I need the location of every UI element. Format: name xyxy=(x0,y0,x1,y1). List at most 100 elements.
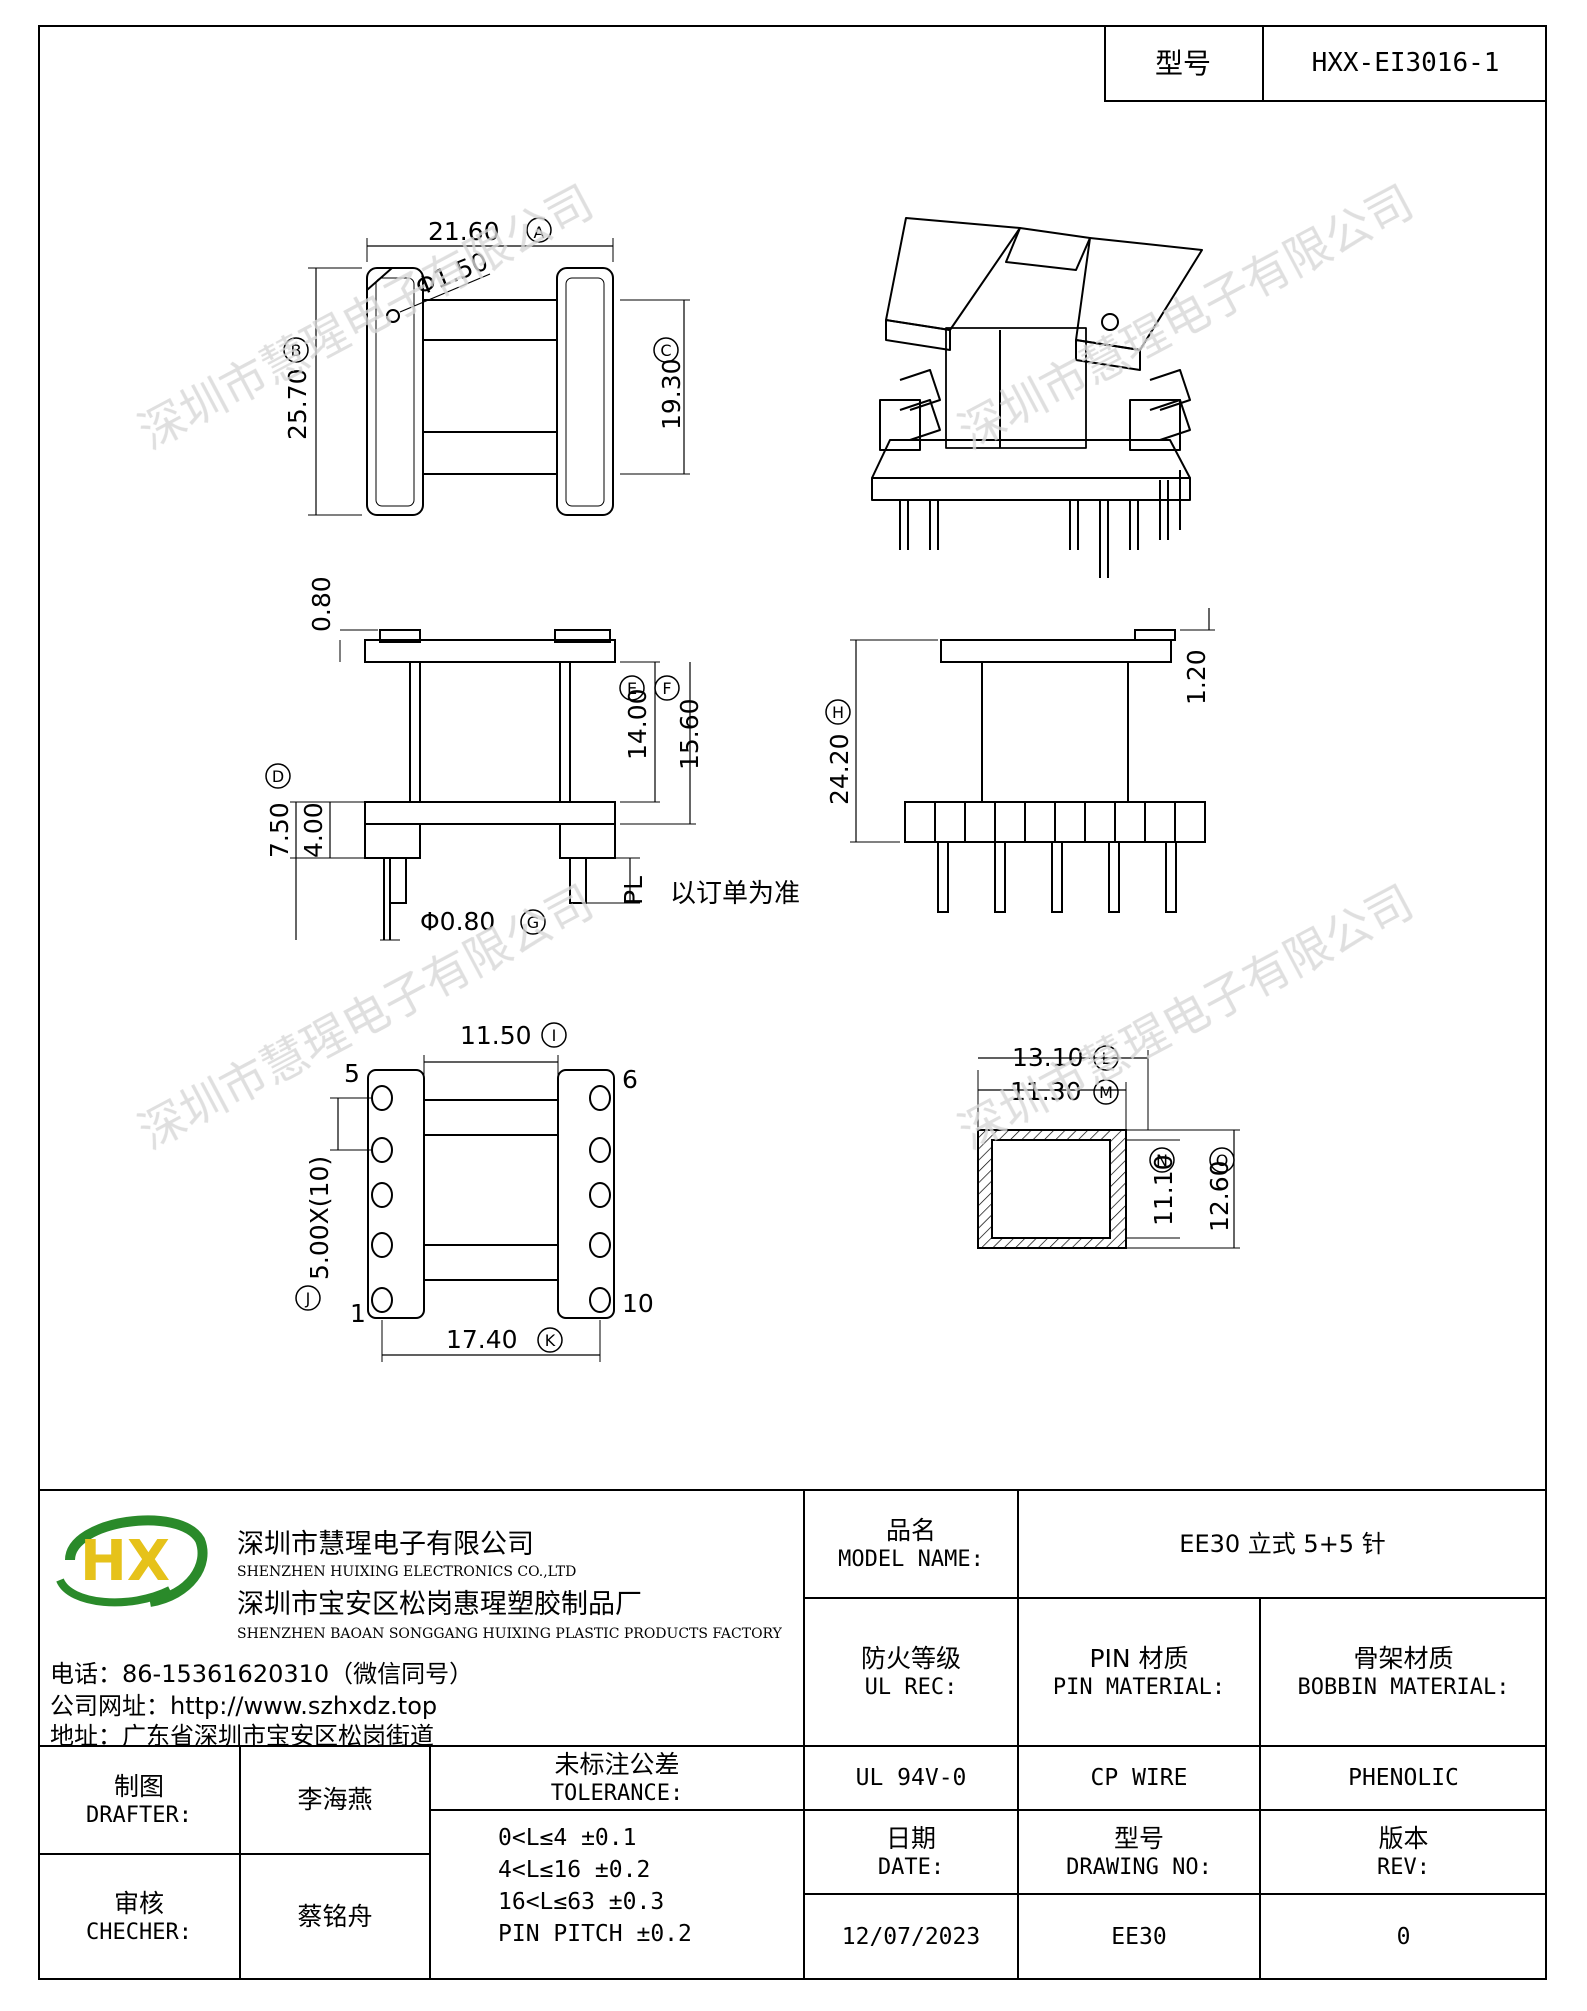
rev-value: 0 xyxy=(1396,1923,1411,1950)
factory-name-en: SHENZHEN BAOAN SONGGANG HUIXING PLASTIC … xyxy=(237,1626,782,1642)
drawing-no-label-en: DRAWING NO: xyxy=(1066,1854,1212,1880)
dim-b-mark: B xyxy=(291,341,302,360)
front-view xyxy=(265,629,696,941)
checker-label-en: CHECHER: xyxy=(86,1919,192,1945)
ul-rating-value: UL 94V-0 xyxy=(855,1764,967,1791)
dim-m-mark: M xyxy=(1099,1083,1113,1102)
tolerance-line-4: PIN PITCH ±0.2 xyxy=(498,1921,692,1947)
tolerance-label-cn: 未标注公差 xyxy=(554,1749,680,1779)
top-hole xyxy=(386,309,400,323)
drawing-sheet xyxy=(38,25,1547,1980)
isometric-view xyxy=(871,217,1203,578)
dim-c-text: 19.30 xyxy=(657,358,686,430)
tolerance-line-3: 16<L≤63 ±0.3 xyxy=(498,1889,665,1915)
dim-k-text: 17.40 xyxy=(446,1325,518,1354)
dim-l-text: 13.10 xyxy=(1012,1043,1084,1072)
bobbin-material-label-en: BOBBIN MATERIAL: xyxy=(1297,1674,1510,1700)
dim-g-mark: G xyxy=(527,913,539,932)
date-value: 12/07/2023 xyxy=(841,1923,981,1950)
dim-right-top-text: 1.20 xyxy=(1182,649,1211,705)
pin-material-value: CP WIRE xyxy=(1090,1764,1188,1791)
pin-10-label: 10 xyxy=(622,1289,654,1318)
dim-top-h-text: 0.80 xyxy=(307,576,336,632)
dim-d-mark: D xyxy=(272,767,284,786)
drafter-value: 李海燕 xyxy=(297,1785,373,1815)
bobbin-material-label-cell: 骨架材质 BOBBIN MATERIAL: xyxy=(1260,1598,1547,1746)
rev-label-cn: 版本 xyxy=(1378,1823,1429,1853)
date-label-en: DATE: xyxy=(877,1854,945,1880)
company-name-en: SHENZHEN HUIXING ELECTRONICS CO.,LTD xyxy=(237,1564,577,1580)
ul-rating-label-cn: 防火等级 xyxy=(860,1643,961,1673)
dim-f-text: 15.60 xyxy=(675,698,704,770)
dim-h-mark: H xyxy=(832,703,844,722)
dim-f-mark: F xyxy=(662,679,671,698)
dim-c-mark: C xyxy=(660,341,671,360)
model-header-divider xyxy=(1262,25,1264,102)
model-name-label-cn: 品名 xyxy=(885,1515,936,1545)
dim-e-mark: E xyxy=(627,679,637,698)
top-view xyxy=(283,217,690,516)
drawing-no-label-cn: 型号 xyxy=(1113,1823,1164,1853)
pin-material-label-en: PIN MATERIAL: xyxy=(1052,1674,1226,1700)
rev-label-cell: 版本 REV: xyxy=(1260,1810,1547,1894)
date-label-cell: 日期 DATE: xyxy=(804,1810,1018,1894)
tolerance-label-en: TOLERANCE: xyxy=(550,1780,684,1806)
drafter-label-en: DRAFTER: xyxy=(86,1802,192,1828)
top-winding-area xyxy=(422,299,558,475)
dim-i-mark: I xyxy=(552,1026,557,1045)
model-name-label-en: MODEL NAME: xyxy=(838,1546,984,1572)
dim-l-mark: L xyxy=(1102,1049,1111,1068)
dim-pitch-text: 5.00X(10) xyxy=(305,1156,334,1280)
technical-drawing: 21.60 A Φ1.50 25.70 B 19.30 C xyxy=(130,174,1422,1362)
dim-i-text: 11.50 xyxy=(460,1021,532,1050)
dim-k-mark: K xyxy=(545,1331,556,1350)
dim-b-text: 25.70 xyxy=(283,368,312,440)
tolerance-label-cell: 未标注公差 TOLERANCE: xyxy=(430,1746,804,1810)
company-logo-text: HX xyxy=(80,1529,170,1594)
model-header-box xyxy=(1104,25,1547,102)
rev-label-en: REV: xyxy=(1377,1854,1430,1880)
ul-rating-label-cell: 防火等级 UL REC: xyxy=(804,1598,1018,1746)
dim-a-mark: A xyxy=(534,223,545,242)
company-website: 公司网址：http://www.szhxdz.top xyxy=(50,1692,438,1720)
checker-label-cell: 审核 CHECHER: xyxy=(38,1854,240,1980)
company-address: 地址：广东省深圳市宝安区松岗街道 xyxy=(50,1722,434,1750)
dim-e-text: 14.00 xyxy=(623,688,652,760)
checker-label-cn: 审核 xyxy=(113,1888,164,1918)
date-label-cn: 日期 xyxy=(885,1823,936,1853)
company-phone: 电话：86-15361620310（微信同号） xyxy=(50,1660,474,1688)
drawing-no-value: EE30 xyxy=(1111,1923,1167,1950)
company-logo: HX xyxy=(56,1515,208,1607)
bobbin-material-label-cn: 骨架材质 xyxy=(1353,1643,1454,1673)
pin-material-label-cn: PIN 材质 xyxy=(1089,1643,1189,1673)
model-name-value: EE30 立式 5+5 针 xyxy=(1179,1530,1386,1558)
model-name-label-cell: 品名 MODEL NAME: xyxy=(804,1490,1018,1598)
dim-a-text: 21.60 xyxy=(428,217,500,246)
checker-value: 蔡铭舟 xyxy=(297,1902,373,1932)
dim-o-mark: O xyxy=(1216,1151,1229,1170)
dim-base-h-text: 4.00 xyxy=(299,802,328,858)
tolerance-line-2: 4<L≤16 ±0.2 xyxy=(498,1857,651,1883)
pin-6-label: 6 xyxy=(622,1065,638,1094)
factory-name-cn: 深圳市宝安区松岗惠瑆塑胶制品厂 xyxy=(237,1589,642,1620)
drafter-label-cell: 制图 DRAFTER: xyxy=(38,1746,240,1854)
ul-rating-label-en: UL REC: xyxy=(864,1674,958,1700)
section-view xyxy=(977,1045,1240,1249)
company-name-cn: 深圳市慧瑆电子有限公司 xyxy=(237,1529,534,1560)
dim-pitch-mark: J xyxy=(305,1289,311,1308)
pin-material-label-cell: PIN 材质 PIN MATERIAL: xyxy=(1018,1598,1260,1746)
dim-m-text: 11.30 xyxy=(1010,1077,1082,1106)
pin-5-label: 5 xyxy=(344,1059,360,1088)
drafter-label-cn: 制图 xyxy=(113,1771,164,1801)
model-header-value: HXX-EI3016-1 xyxy=(1311,48,1500,79)
drawing-no-label-cell: 型号 DRAWING NO: xyxy=(1018,1810,1260,1894)
drawing-note: 以订单为准 xyxy=(670,879,800,909)
dim-n-mark: N xyxy=(1156,1151,1168,1170)
dim-n-text: 11.10 xyxy=(1149,1154,1178,1226)
dim-d-text: 7.50 xyxy=(265,802,294,858)
dim-g-text: Φ0.80 xyxy=(420,907,495,936)
side-view xyxy=(825,608,1215,913)
bottom-view xyxy=(295,1022,615,1362)
tolerance-line-1: 0<L≤4 ±0.1 xyxy=(498,1825,637,1851)
